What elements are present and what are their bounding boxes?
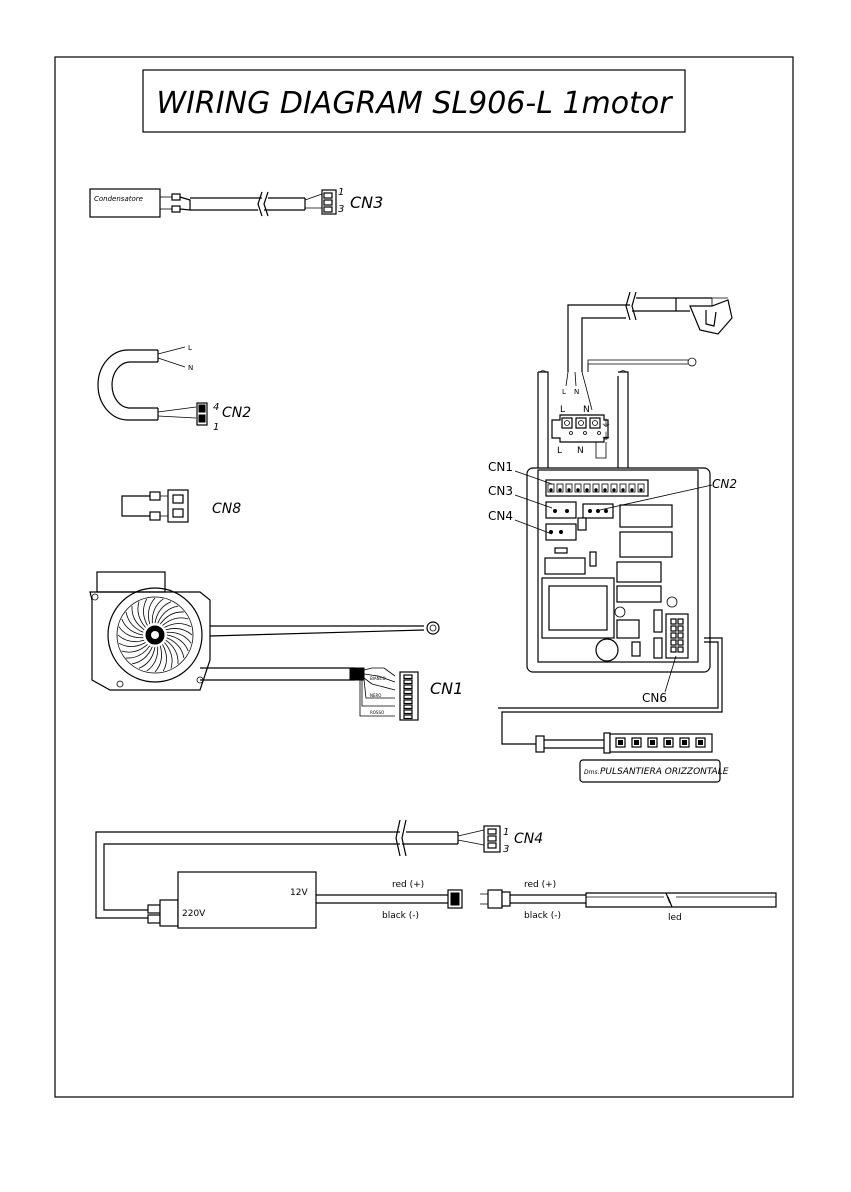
led-driver: [178, 872, 316, 928]
board-cn3-label: CN3: [488, 484, 513, 498]
led-strip: [586, 893, 776, 907]
lamp-pin-4: 4: [213, 402, 219, 413]
driver-12v: 12V: [290, 888, 308, 898]
lamp-cable-assembly: L N 4 1 CN2: [98, 344, 251, 433]
cn4-led-label: CN4: [514, 831, 543, 847]
svg-text:⏚: ⏚: [601, 418, 611, 430]
driver-220v: 220V: [182, 909, 206, 919]
board-cn6-label: CN6: [642, 691, 667, 705]
svg-text:⏚: ⏚: [601, 431, 611, 443]
lamp-pin-1: 1: [213, 422, 219, 433]
black-wire-1: black (-): [382, 911, 419, 921]
capacitor-pin-1: 1: [338, 187, 344, 198]
led-circuit: 1 3 CN4 12V 220V red (+) black (-) red (…: [96, 820, 776, 928]
terminal-bot-l: L: [557, 446, 562, 456]
page-frame: [55, 57, 793, 1097]
capacitor-assembly: Condensatore 1 3 CN3: [90, 187, 383, 217]
cn1-motor-label: CN1: [430, 679, 463, 698]
terminal-mid-n: N: [583, 405, 590, 415]
capacitor-body: [90, 189, 160, 217]
board-cn1-header: [546, 480, 648, 496]
lamp-wire-n: N: [188, 364, 193, 372]
svg-text:NERO: NERO: [370, 693, 381, 698]
bridge-assembly: CN8: [122, 490, 241, 522]
title-block: WIRING DIAGRAM SL906-L 1motor: [143, 70, 685, 132]
board-cn6-header: [666, 614, 688, 658]
board-transformer: [542, 578, 614, 638]
led-input-plug: [488, 890, 502, 908]
capacitor-pin-3: 3: [338, 204, 344, 215]
cn8-label: CN8: [212, 501, 241, 517]
control-board: CN1 CN3 CN4 CN2 CN6: [488, 460, 737, 705]
mains-wire-l: L: [562, 388, 566, 396]
motor-earth-ring: [427, 622, 439, 634]
capacitor-label: Condensatore: [94, 195, 143, 203]
cn2-lamp-label: CN2: [222, 405, 251, 421]
red-wire-1: red (+): [392, 880, 424, 890]
svg-text:BIANCO: BIANCO: [370, 676, 386, 681]
terminal-block: L N ⏚ ⏚ L N: [552, 405, 611, 458]
board-cn2-label: CN2: [712, 477, 737, 491]
cn3-label: CN3: [350, 193, 383, 212]
keypad-prefix: Dms.: [584, 769, 600, 776]
mains-wire-n: N: [574, 388, 579, 396]
black-wire-2: black (-): [524, 911, 561, 921]
red-wire-2: red (+): [524, 880, 556, 890]
board-cn4-label: CN4: [488, 509, 513, 523]
svg-text:ROSSO: ROSSO: [370, 710, 384, 715]
board-cn3-header: [546, 502, 576, 518]
diagram-title: WIRING DIAGRAM SL906-L 1motor: [156, 86, 673, 121]
board-cn1-label: CN1: [488, 460, 513, 474]
cn4-pin-1: 1: [503, 827, 509, 838]
led-label: led: [668, 913, 682, 923]
mains-plug: [690, 300, 732, 334]
keypad-label: PULSANTIERA ORIZZONTALE: [600, 767, 729, 777]
terminal-mid-l: L: [560, 405, 565, 415]
lamp-wire-l: L: [188, 344, 192, 352]
cn4-pin-3: 3: [503, 844, 509, 855]
motor-assembly: BIANCO NERO ROSSO CN1: [90, 572, 463, 720]
terminal-bot-n: N: [577, 446, 584, 456]
